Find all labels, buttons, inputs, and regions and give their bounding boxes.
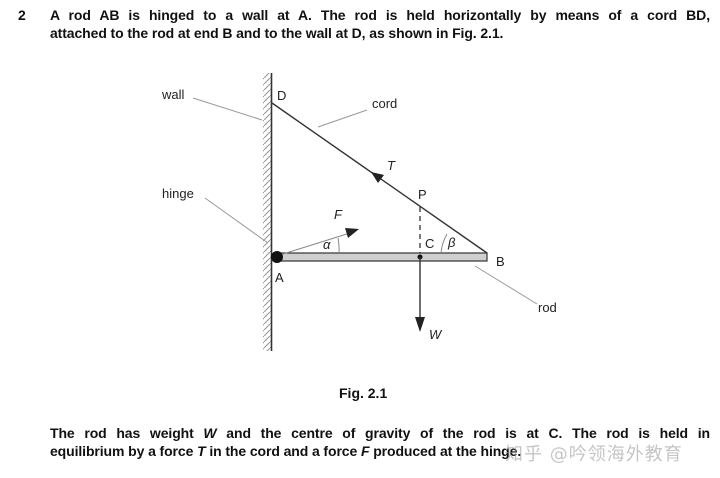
label-b: B [496,254,505,269]
wall [263,73,273,351]
label-a: A [275,270,284,285]
question-number: 2 [18,7,26,23]
cord-leader-line [317,109,368,128]
force-f-line [282,232,351,255]
wall-leader-line [192,97,263,121]
label-cord: cord [372,96,397,111]
label-c: C [425,236,434,251]
body-text: and the centre of gravity of the rod is … [216,425,710,441]
label-alpha: α [323,237,331,252]
watermark: 知乎 @吟领海外教育 [505,444,683,465]
body-line-2: equilibrium by a force T in the cord and… [50,442,710,460]
body-text: equilibrium by a force [50,443,198,459]
label-t: T [387,158,396,173]
weight-arrowhead [415,317,425,332]
label-p: P [418,187,427,202]
beta-arc [440,233,448,254]
rod [276,252,488,262]
tension-arrowhead [371,172,384,183]
label-beta: β [447,235,456,250]
alpha-arc [337,237,340,254]
symbol-w: W [203,425,217,441]
intro-line-1: A rod AB is hinged to a wall at A. The r… [50,7,710,23]
intro-line-2: attached to the rod at end B and to the … [50,25,504,41]
hinge-pivot [271,251,283,263]
label-rod: rod [538,300,557,315]
label-f: F [334,207,343,222]
rod-leader-line [474,265,538,305]
label-hinge: hinge [162,186,194,201]
question-body: The rod has weight W and the centre of g… [50,424,710,460]
label-d: D [277,88,286,103]
label-wall: wall [161,87,185,102]
label-w: W [429,327,443,342]
body-text: produced at the hinge. [369,443,522,459]
body-text: The rod has weight [50,425,204,441]
hinge-leader-line [204,197,269,244]
body-text: in the cord and a force [205,443,361,459]
figure-caption: Fig. 2.1 [339,385,388,401]
wall-hatching [263,73,271,351]
body-line-1: The rod has weight W and the centre of g… [50,424,710,442]
symbol-t: T [197,443,206,459]
force-f-arrowhead [345,228,359,238]
question-intro: A rod AB is hinged to a wall at A. The r… [50,6,710,42]
symbol-f: F [360,443,370,459]
